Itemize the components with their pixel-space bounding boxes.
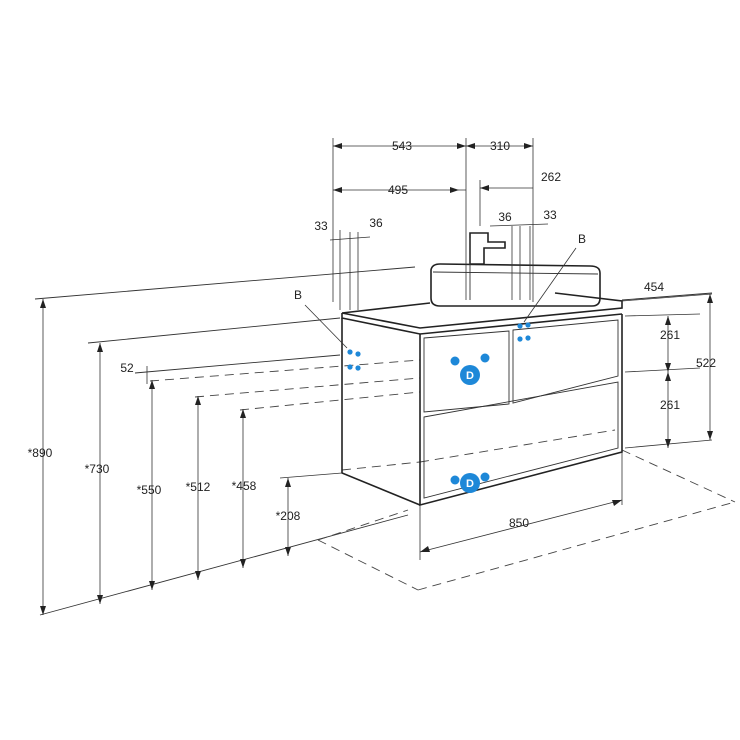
- dim-262: 262: [541, 170, 561, 184]
- floor-projection: [317, 449, 736, 591]
- hidden-lines: [149, 359, 616, 471]
- dim-543: 543: [392, 139, 412, 153]
- dim-208: *208: [276, 509, 301, 523]
- width-dimension: 850: [419, 452, 623, 560]
- countertop: [341, 292, 623, 335]
- upper-drawer-left: [423, 330, 510, 413]
- cabinet: [341, 292, 623, 507]
- dim-730: *730: [85, 462, 110, 476]
- dim-454: 454: [644, 280, 664, 294]
- marker-d-lower: D: [466, 478, 474, 490]
- dim-36-right: 36: [498, 210, 512, 224]
- dim-495: 495: [388, 183, 408, 197]
- dim-512: *512: [186, 480, 211, 494]
- label-b-right: B: [578, 232, 586, 246]
- dim-890: *890: [28, 446, 53, 460]
- top-dimension-labels: 543 310 262 495 33 36 36 33: [314, 139, 561, 233]
- basin: [430, 263, 601, 307]
- fixing-points: [347, 322, 531, 371]
- dim-458: *458: [232, 479, 257, 493]
- dim-33-right: 33: [543, 208, 557, 222]
- dim-36-left: 36: [369, 216, 383, 230]
- label-b-left: B: [294, 288, 302, 302]
- side-panel: [341, 318, 421, 506]
- dim-550: *550: [137, 483, 162, 497]
- right-dimension-labels: 454 261 261 522: [644, 280, 716, 412]
- handle-marker-lower: D: [450, 472, 490, 493]
- dim-310: 310: [490, 139, 510, 153]
- marker-d-upper: D: [466, 370, 474, 382]
- upper-drawer-right: [512, 319, 619, 404]
- dim-261-top: 261: [660, 328, 680, 342]
- lower-drawer: [423, 381, 619, 499]
- right-dimensions: [621, 293, 713, 449]
- height-dimensions: [40, 299, 343, 615]
- basin-assembly: [430, 232, 601, 307]
- dim-522: 522: [696, 356, 716, 370]
- faucet: [469, 232, 506, 265]
- dim-52: 52: [120, 361, 134, 375]
- dim-850: 850: [509, 516, 529, 530]
- dim-261-bottom: 261: [660, 398, 680, 412]
- height-dimension-labels: *890 *730 52 *550 *512 *458 *208: [28, 361, 301, 523]
- front-panel: [419, 314, 623, 507]
- mounting-labels: B B: [294, 232, 586, 349]
- dim-33-left: 33: [314, 219, 328, 233]
- handle-marker-upper: D: [450, 353, 490, 385]
- top-dimensions: [329, 138, 549, 310]
